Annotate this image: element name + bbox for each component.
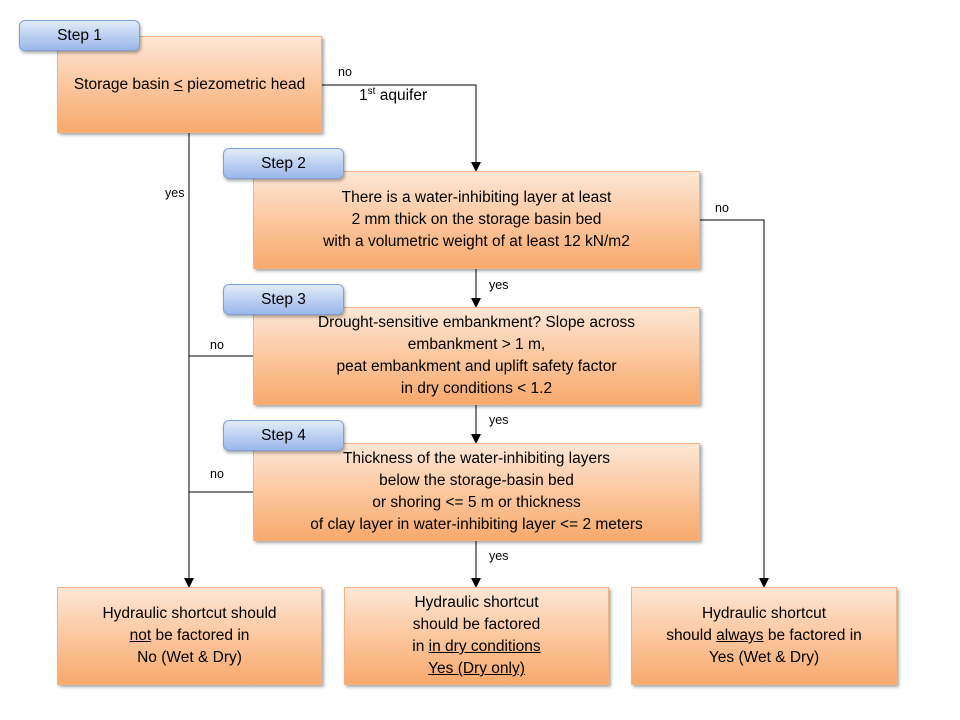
outcome-middle-line: in in dry conditions bbox=[412, 638, 541, 655]
step4-tag: Step 4 bbox=[223, 420, 344, 451]
step1-condition: Storage basin < piezometric head bbox=[73, 75, 306, 93]
step2-tag: Step 2 bbox=[223, 148, 344, 179]
connector-step1-no bbox=[321, 84, 481, 172]
outcome-right-box: Hydraulic shortcut should always be fact… bbox=[631, 587, 897, 685]
outcome-middle-line: Hydraulic shortcut bbox=[414, 594, 539, 611]
step3-line: embankment > 1 m, bbox=[407, 336, 546, 353]
outcome-right-line: Hydraulic shortcut bbox=[701, 605, 827, 622]
outcome-middle-line: should be factored bbox=[412, 616, 541, 633]
step4-line: Thickness of the water-inhibiting layers bbox=[342, 450, 611, 467]
step4-box: Thickness of the water-inhibiting layers… bbox=[253, 443, 700, 541]
step3-tag: Step 3 bbox=[223, 284, 344, 315]
step1-tag: Step 1 bbox=[19, 20, 140, 51]
no-label-step4: no bbox=[210, 467, 224, 481]
step4-line: or shoring <= 5 m or thickness bbox=[372, 494, 581, 511]
outcome-left-box: Hydraulic shortcut should not be factore… bbox=[57, 587, 322, 685]
yes-label-step4: yes bbox=[489, 549, 509, 563]
step3-line: Drought-sensitive embankment? Slope acro… bbox=[317, 314, 636, 331]
step2-line: There is a water-inhibiting layer at lea… bbox=[341, 189, 612, 206]
no-label-step2: no bbox=[715, 201, 729, 215]
step2-box: There is a water-inhibiting layer at lea… bbox=[253, 171, 700, 269]
yes-label-step3: yes bbox=[489, 413, 509, 427]
outcome-left-line: No (Wet & Dry) bbox=[137, 649, 242, 666]
no-label-step3: no bbox=[210, 338, 224, 352]
outcome-right-line: should always be factored in bbox=[666, 627, 862, 644]
step3-line: in dry conditions < 1.2 bbox=[400, 380, 553, 397]
step2-line: with a volumetric weight of at least 12 … bbox=[323, 233, 630, 250]
no-label-step1: no bbox=[338, 65, 352, 79]
outcome-left-line: not be factored in bbox=[129, 627, 250, 644]
outcome-left-line: Hydraulic shortcut should bbox=[102, 605, 277, 622]
outcome-middle-box: Hydraulic shortcut should be factored in… bbox=[344, 587, 609, 685]
step3-line: peat embankment and uplift safety factor bbox=[336, 358, 617, 375]
step4-line: below the storage-basin bed bbox=[379, 472, 574, 489]
yes-label-step1: yes bbox=[165, 186, 185, 200]
step3-box: Drought-sensitive embankment? Slope acro… bbox=[253, 307, 700, 405]
step4-line: of clay layer in water-inhibiting layer … bbox=[310, 516, 643, 533]
step1-box: Storage basin < piezometric head bbox=[57, 36, 322, 133]
yes-label-step2: yes bbox=[489, 278, 509, 292]
outcome-middle-line: Yes (Dry only) bbox=[428, 660, 525, 677]
connector-step2-no bbox=[700, 219, 769, 588]
step2-line: 2 mm thick on the storage basin bed bbox=[351, 211, 602, 228]
aquifer-label: 1st aquifer bbox=[359, 86, 428, 105]
outcome-right-line: Yes (Wet & Dry) bbox=[708, 649, 820, 666]
